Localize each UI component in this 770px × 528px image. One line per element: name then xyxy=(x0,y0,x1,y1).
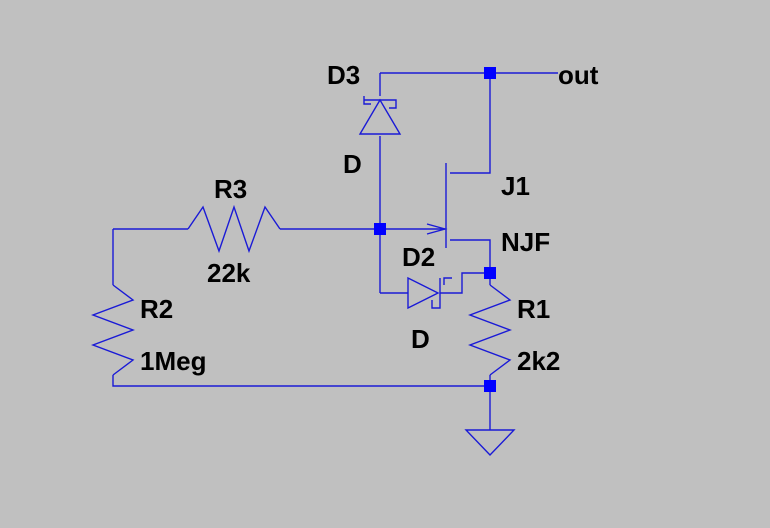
r3-value-label: 22k xyxy=(207,258,251,288)
d3-ref-label: D3 xyxy=(327,60,360,90)
r1-ref-label: R1 xyxy=(517,294,550,324)
junction-out xyxy=(484,67,496,79)
zener-diode-d3[interactable] xyxy=(358,96,402,135)
resistor-r1[interactable] xyxy=(468,284,512,376)
j1-ref-label: J1 xyxy=(501,171,530,201)
junction-source xyxy=(484,267,496,279)
wires xyxy=(112,72,558,430)
r1-value-label: 2k2 xyxy=(517,346,560,376)
junction-nodes xyxy=(374,67,496,392)
r3-ref-label: R3 xyxy=(214,174,247,204)
resistor-r2[interactable] xyxy=(91,284,135,376)
ground-symbol xyxy=(464,429,516,457)
zener-diode-d2[interactable] xyxy=(407,276,452,310)
r2-value-label: 1Meg xyxy=(140,346,206,376)
d2-model-label: D xyxy=(411,324,430,354)
j1-model-label: NJF xyxy=(501,227,550,257)
jfet-j1[interactable] xyxy=(426,163,448,248)
junction-ground xyxy=(484,380,496,392)
out-net-label: out xyxy=(558,60,599,90)
junction-gate xyxy=(374,223,386,235)
resistor-r3[interactable] xyxy=(187,204,281,254)
d2-ref-label: D2 xyxy=(402,242,435,272)
d3-model-label: D xyxy=(343,149,362,179)
r2-ref-label: R2 xyxy=(140,294,173,324)
